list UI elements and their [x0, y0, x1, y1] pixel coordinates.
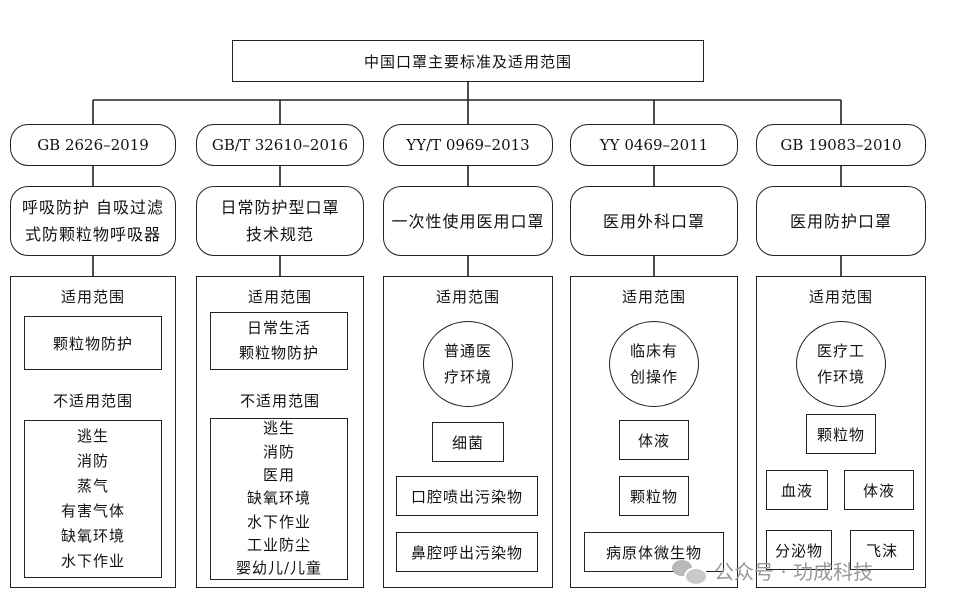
- applicable-label: 适用范围: [808, 288, 873, 306]
- protection-item: 血液: [766, 470, 828, 510]
- not-applicable-list: 逃生 消防 医用 缺氧环境 水下作业 工业防尘 婴幼儿/儿童: [210, 418, 348, 580]
- protection-item: 颗粒物: [619, 476, 689, 516]
- diagram-title: 中国口罩主要标准及适用范围: [232, 40, 704, 82]
- environment-circle: 临床有 创操作: [609, 321, 699, 407]
- name-box-gbt32610: 日常防护型口罩 技术规范: [196, 186, 364, 256]
- not-applicable-label: 不适用范围: [52, 392, 133, 410]
- protection-item: 体液: [619, 420, 689, 460]
- environment-circle: 普通医 疗环境: [423, 321, 513, 407]
- protection-item: 细菌: [432, 422, 504, 462]
- name-box-yy0469: 医用外科口罩: [570, 186, 738, 256]
- protection-item: 口腔喷出污染物: [396, 476, 538, 516]
- standard-box-yyt0969: YY/T 0969–2013: [383, 124, 553, 166]
- not-applicable-label: 不适用范围: [239, 392, 320, 410]
- protection-item: 鼻腔呼出污染物: [396, 532, 538, 572]
- name-box-gb2626: 呼吸防护 自吸过滤 式防颗粒物呼吸器: [10, 186, 176, 256]
- applicable-label: 适用范围: [435, 288, 500, 306]
- protection-item: 分泌物: [766, 530, 832, 570]
- applicable-list: 日常生活 颗粒物防护: [210, 312, 348, 370]
- applicable-label: 适用范围: [621, 288, 686, 306]
- standard-box-yy0469: YY 0469–2011: [570, 124, 738, 166]
- not-applicable-list: 逃生 消防 蒸气 有害气体 缺氧环境 水下作业: [24, 420, 162, 578]
- applicable-label: 适用范围: [60, 288, 125, 306]
- wechat-icon: [672, 558, 708, 586]
- standard-box-gbt32610: GB/T 32610–2016: [196, 124, 364, 166]
- watermark: 公众号 · 功成科技: [672, 556, 874, 586]
- watermark-text: 公众号 · 功成科技: [714, 560, 874, 584]
- protection-item: 体液: [844, 470, 914, 510]
- protection-item: 病原体微生物: [584, 532, 724, 572]
- environment-circle: 医疗工 作环境: [796, 321, 886, 407]
- applicable-item: 颗粒物防护: [24, 316, 162, 370]
- name-box-yyt0969: 一次性使用医用口罩: [383, 186, 553, 256]
- applicable-label: 适用范围: [247, 288, 312, 306]
- standard-box-gb2626: GB 2626–2019: [10, 124, 176, 166]
- standard-box-gb19083: GB 19083–2010: [756, 124, 926, 166]
- protection-item: 飞沫: [850, 530, 914, 570]
- protection-item: 颗粒物: [806, 414, 876, 454]
- name-box-gb19083: 医用防护口罩: [756, 186, 926, 256]
